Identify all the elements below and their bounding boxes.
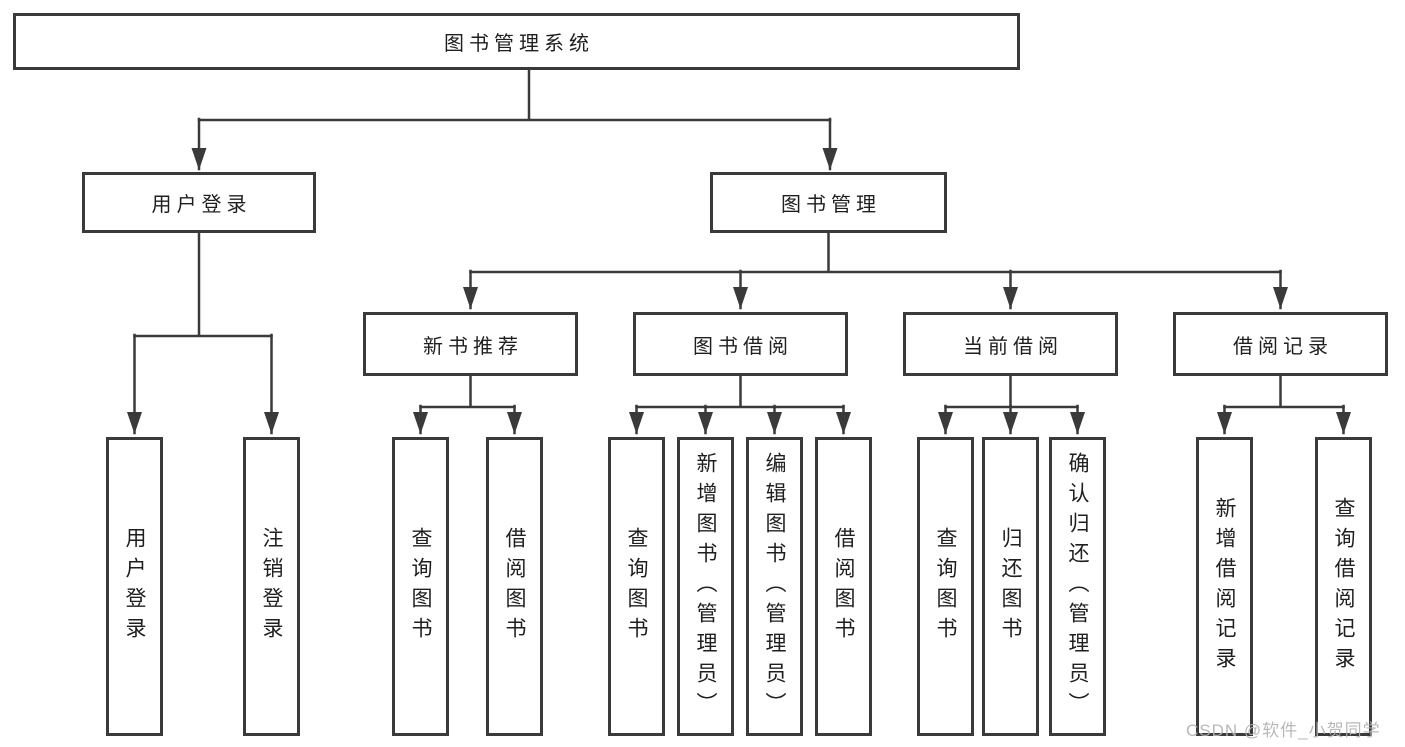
leaf-nb-borrow-books-label: 借阅图书 <box>503 526 526 647</box>
node-user-login-label: 用户登录 <box>151 194 252 216</box>
leaf-bb-query-books-label: 查询图书 <box>625 526 648 647</box>
wire-book-mgmt-branch <box>469 231 1282 274</box>
leaf-logout: 注销登录 <box>243 437 300 736</box>
csdn-watermark: CSDN @软件_小贺同学 <box>1186 721 1381 740</box>
node-book-mgmt: 图书管理 <box>710 172 947 233</box>
leaf-cb-query-books: 查询图书 <box>917 437 974 736</box>
wire-book-borrow-branch <box>635 374 845 409</box>
leaf-bb-borrow-books-label: 借阅图书 <box>832 526 855 647</box>
leaf-logout-label: 注销登录 <box>260 526 283 647</box>
node-new-books-label: 新书推荐 <box>423 335 523 358</box>
leaf-br-add-record-label: 新增借阅记录 <box>1213 496 1236 677</box>
leaf-bb-add-books-admin-label: 新增图书（管理员） <box>694 451 717 722</box>
wire-user-login-branch <box>133 231 273 338</box>
leaf-bb-query-books: 查询图书 <box>608 437 665 736</box>
node-new-books: 新书推荐 <box>363 312 578 376</box>
wire-new-books-branch <box>419 374 516 409</box>
node-borrow-records: 借阅记录 <box>1173 312 1388 376</box>
node-current-borrow: 当前借阅 <box>903 312 1118 376</box>
leaf-cb-return-books-label: 归还图书 <box>999 526 1022 647</box>
leaf-br-query-record-label: 查询借阅记录 <box>1332 496 1355 677</box>
leaf-br-query-record: 查询借阅记录 <box>1315 437 1372 736</box>
leaf-cb-confirm-return-admin-label: 确认归还（管理员） <box>1066 451 1089 722</box>
node-book-mgmt-label: 图书管理 <box>781 194 881 216</box>
leaf-nb-query-books-label: 查询图书 <box>409 526 432 647</box>
wire-borrow-records-branch <box>1223 374 1345 409</box>
leaf-bb-add-books-admin: 新增图书（管理员） <box>677 437 734 736</box>
node-current-borrow-label: 当前借阅 <box>963 335 1063 358</box>
node-book-borrow-label: 图书借阅 <box>693 335 793 358</box>
leaf-user-login-label: 用户登录 <box>123 526 146 647</box>
leaf-nb-query-books: 查询图书 <box>392 437 449 736</box>
leaf-bb-borrow-books: 借阅图书 <box>815 437 872 736</box>
leaf-user-login: 用户登录 <box>106 437 163 736</box>
node-book-borrow: 图书借阅 <box>633 312 848 376</box>
leaf-nb-borrow-books: 借阅图书 <box>486 437 543 736</box>
leaf-cb-return-books: 归还图书 <box>982 437 1039 736</box>
node-root-label: 图书管理系统 <box>444 33 594 55</box>
node-root: 图书管理系统 <box>13 13 1020 70</box>
leaf-cb-confirm-return-admin: 确认归还（管理员） <box>1049 437 1106 736</box>
wire-current-borrow-branch <box>944 374 1079 409</box>
leaf-bb-edit-books-admin-label: 编辑图书（管理员） <box>763 451 786 722</box>
node-borrow-records-label: 借阅记录 <box>1233 335 1333 358</box>
wire-root-branch <box>197 68 832 122</box>
leaf-bb-edit-books-admin: 编辑图书（管理员） <box>746 437 803 736</box>
leaf-cb-query-books-label: 查询图书 <box>934 526 957 647</box>
leaf-br-add-record: 新增借阅记录 <box>1196 437 1253 736</box>
node-user-login: 用户登录 <box>82 172 316 233</box>
